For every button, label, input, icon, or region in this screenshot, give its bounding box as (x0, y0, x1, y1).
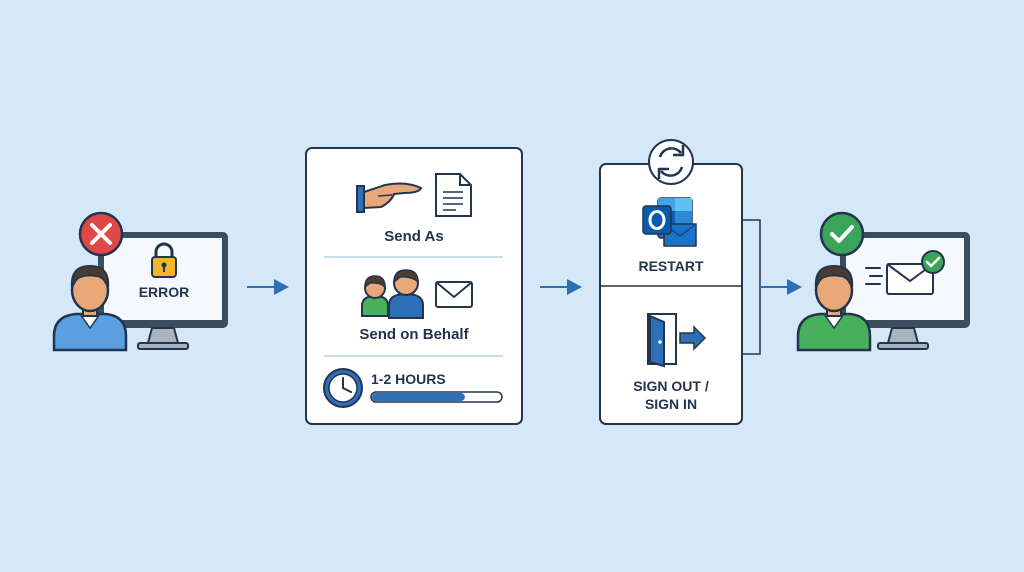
two-users-icon (361, 269, 424, 319)
flow-arrow-1 (247, 279, 289, 295)
flow-arrow-3 (760, 279, 802, 295)
restart-label: RESTART (638, 258, 704, 274)
error-stage (52, 211, 228, 352)
error-label: ERROR (138, 284, 190, 300)
refresh-cycle-icon (648, 139, 694, 185)
mail-sent-check-icon (865, 250, 945, 295)
error-monitor (98, 232, 228, 350)
sign-out-label-line1: SIGN OUT / (633, 378, 709, 394)
wait-time-label: 1-2 HOURS (371, 371, 446, 387)
send-on-behalf-label: Send on Behalf (359, 326, 469, 343)
x-circle-icon (78, 211, 124, 257)
refresh-panel (599, 139, 761, 425)
error-user-avatar (52, 264, 128, 352)
success-stage (796, 211, 970, 352)
envelope-icon (435, 281, 473, 308)
send-as-label: Send As (384, 228, 444, 245)
success-user-avatar (796, 264, 872, 352)
padlock-icon (151, 242, 177, 278)
document-icon (435, 173, 472, 217)
permissions-panel (305, 147, 523, 425)
check-circle-icon (819, 211, 865, 257)
clock-icon (323, 368, 363, 408)
door-exit-icon (647, 313, 707, 368)
outlook-logo-icon (642, 197, 697, 247)
sign-in-label-line2: SIGN IN (644, 396, 698, 412)
wait-progress-bar (370, 391, 503, 403)
hand-icon (356, 182, 423, 213)
flow-arrow-2 (540, 279, 582, 295)
